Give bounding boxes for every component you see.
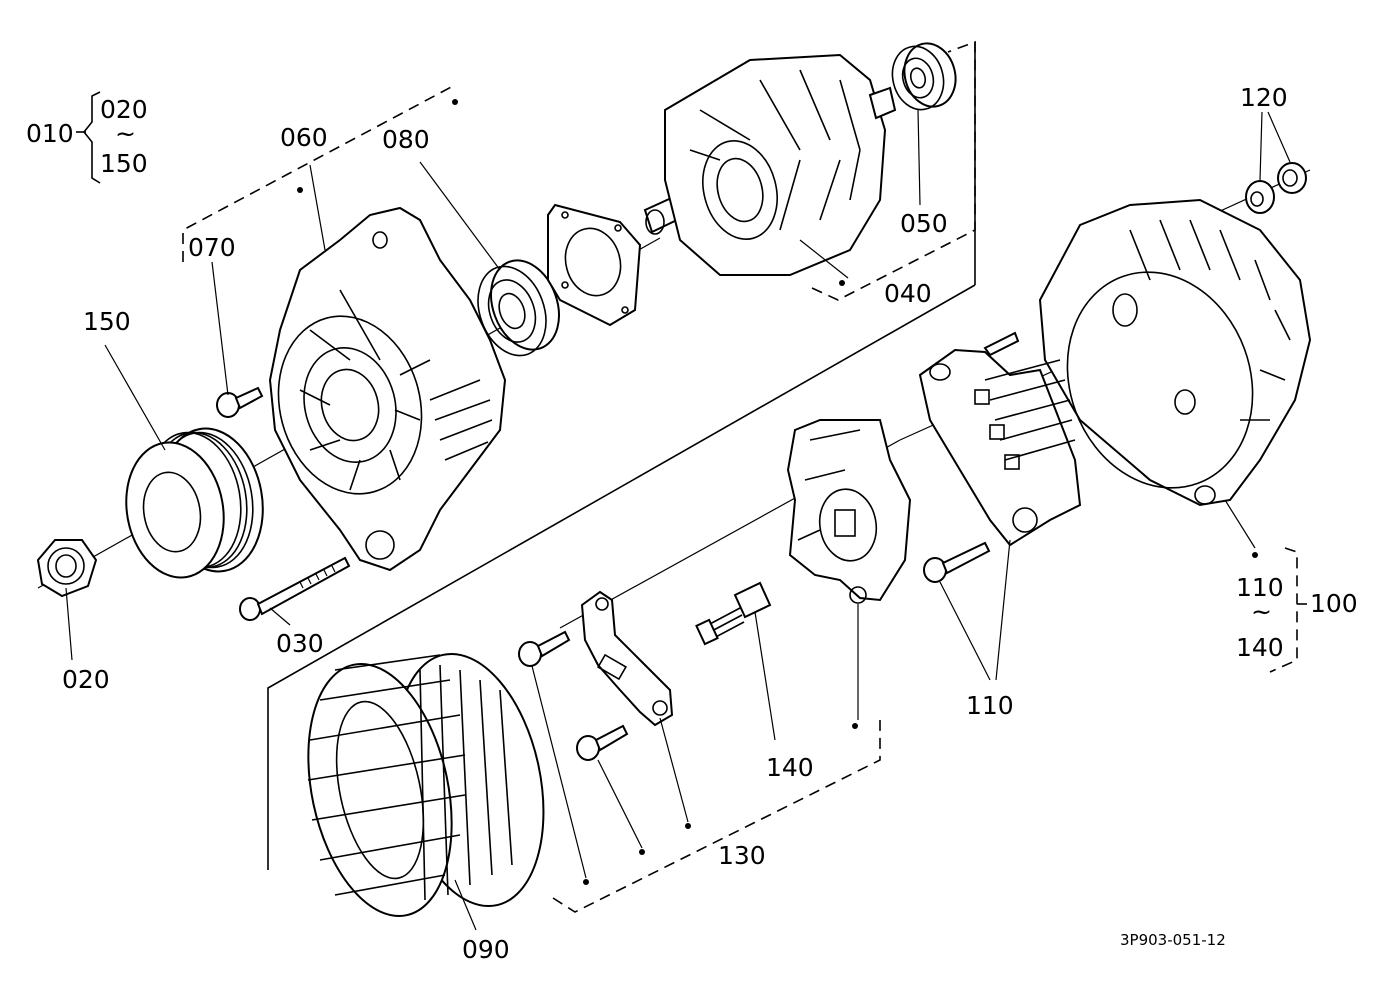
screw-110 — [923, 541, 991, 583]
bearing-050 — [891, 42, 957, 111]
label-070: 070 — [188, 233, 236, 262]
label-010: 010 — [26, 119, 74, 148]
screws-130 — [518, 630, 629, 761]
label-110: 110 — [966, 691, 1014, 720]
label-110-range: 110 — [1236, 573, 1284, 602]
nuts-120 — [1245, 162, 1307, 214]
bearing-retainer-plate — [547, 203, 642, 327]
label-020: 020 — [62, 665, 110, 694]
stator-090 — [307, 652, 545, 917]
label-040: 040 — [884, 279, 932, 308]
label-tilde-100: ~ — [1251, 597, 1272, 626]
leader-dots — [297, 99, 1258, 885]
label-090: 090 — [462, 935, 510, 964]
label-050: 050 — [900, 209, 948, 238]
rear-housing-110-140 — [1038, 198, 1312, 507]
bearing-080 — [477, 259, 560, 357]
rotor-040 — [643, 53, 897, 276]
rectifier — [918, 331, 1082, 547]
label-150-range: 150 — [100, 149, 148, 178]
nut-020 — [36, 539, 98, 598]
label-140-range: 140 — [1236, 633, 1284, 662]
label-060: 060 — [280, 123, 328, 152]
front-housing-060 — [268, 206, 507, 572]
label-120: 120 — [1240, 83, 1288, 112]
leader-lines — [65, 109, 1291, 931]
part-labels: 010 020 ~ 150 060 080 070 150 020 030 05… — [26, 83, 1358, 964]
label-080: 080 — [382, 125, 430, 154]
label-140: 140 — [766, 753, 814, 782]
screw-070 — [216, 386, 264, 418]
brush-140 — [695, 581, 772, 646]
label-130: 130 — [718, 841, 766, 870]
label-tilde-010: ~ — [115, 119, 136, 148]
terminal-plate-130 — [580, 590, 674, 727]
label-100: 100 — [1310, 589, 1358, 618]
drawing-code: 3P903-051-12 — [1120, 931, 1226, 949]
brush-holder-regulator — [786, 419, 912, 604]
label-150: 150 — [83, 307, 131, 336]
label-020-range: 020 — [100, 95, 148, 124]
assembly-outlines — [76, 40, 1307, 913]
label-030: 030 — [276, 629, 324, 658]
pulley-150 — [125, 427, 264, 579]
bolt-030 — [239, 556, 351, 621]
